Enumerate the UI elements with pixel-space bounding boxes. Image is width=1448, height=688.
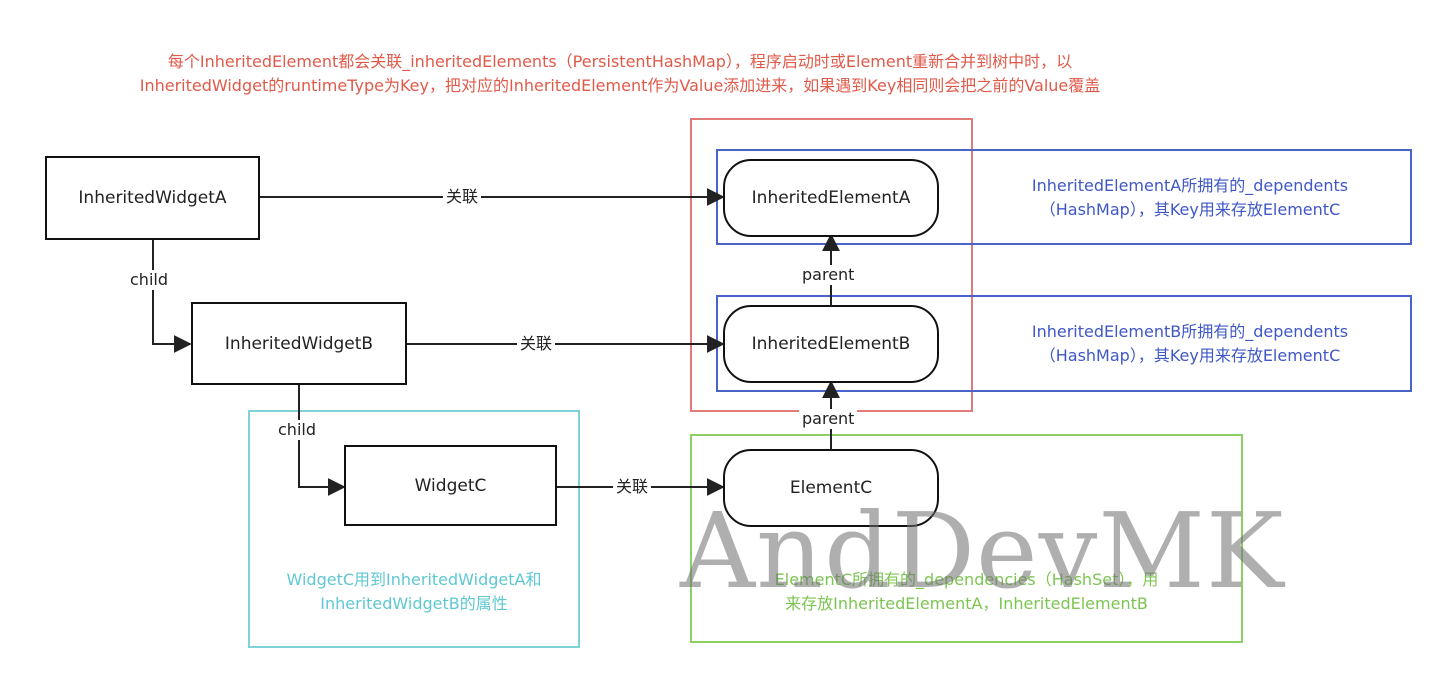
edge-label-assoc-b: 关联	[517, 334, 556, 354]
element-b-note-line-2: （HashMap），其Key用来存放ElementC	[1039, 346, 1341, 365]
edge-child-b-to-c	[298, 384, 346, 496]
top-note-line-2: InheritedWidget的runtimeType为Key，把对应的Inhe…	[139, 76, 1101, 95]
element-c-dependencies-region	[690, 434, 1243, 643]
element-a-dependents-note: InheritedElementA所拥有的_dependents （HashMa…	[975, 174, 1405, 222]
inherited-widget-b-node: InheritedWidgetB	[191, 302, 407, 385]
edge-label-parent-b-a: parent	[799, 265, 858, 285]
widget-c-label: WidgetC	[414, 475, 487, 496]
edge-label-child-a-b: child	[127, 270, 171, 290]
edge-child-a-to-b	[152, 240, 192, 353]
widget-c-region	[248, 410, 580, 648]
inherited-widget-a-label: InheritedWidgetA	[78, 188, 227, 208]
widget-c-node: WidgetC	[344, 445, 557, 526]
element-a-note-line-2: （HashMap），其Key用来存放ElementC	[1039, 200, 1341, 219]
inherited-widget-a-node: InheritedWidgetA	[45, 156, 260, 240]
edge-label-parent-c-b: parent	[799, 409, 858, 429]
inherited-element-b-node: InheritedElementB	[723, 305, 939, 383]
inherited-element-b-label: InheritedElementB	[751, 334, 911, 354]
top-note: 每个InheritedElement都会关联_inheritedElements…	[20, 50, 1220, 98]
inherited-element-a-node: InheritedElementA	[723, 159, 939, 237]
element-c-note-line-1: ElementC所拥有的_dependencies（HashSet），用	[774, 570, 1159, 589]
element-c-note-line-2: 来存放InheritedElementA，InheritedElementB	[785, 594, 1148, 613]
edge-label-assoc-c: 关联	[613, 477, 652, 497]
edge-label-assoc-a: 关联	[443, 187, 482, 207]
element-c-node: ElementC	[723, 449, 939, 527]
inherited-widget-b-label: InheritedWidgetB	[224, 333, 374, 354]
element-c-label: ElementC	[789, 478, 873, 498]
edge-label-child-b-c: child	[275, 420, 319, 440]
element-b-note-line-1: InheritedElementB所拥有的_dependents	[1031, 322, 1349, 341]
element-b-dependents-note: InheritedElementB所拥有的_dependents （HashMa…	[975, 320, 1405, 368]
inherited-element-a-label: InheritedElementA	[751, 188, 911, 208]
element-a-note-line-1: InheritedElementA所拥有的_dependents	[1031, 176, 1349, 195]
element-c-dependencies-note: ElementC所拥有的_dependencies（HashSet），用 来存放…	[692, 568, 1241, 616]
widget-c-note: WidgetC用到InheritedWidgetA和 InheritedWidg…	[250, 568, 578, 616]
watermark: AndDevMK	[680, 490, 1285, 612]
top-note-line-1: 每个InheritedElement都会关联_inheritedElements…	[167, 52, 1073, 71]
widget-c-note-line-1: WidgetC用到InheritedWidgetA和	[286, 570, 542, 589]
widget-c-note-line-2: InheritedWidgetB的属性	[320, 594, 508, 613]
